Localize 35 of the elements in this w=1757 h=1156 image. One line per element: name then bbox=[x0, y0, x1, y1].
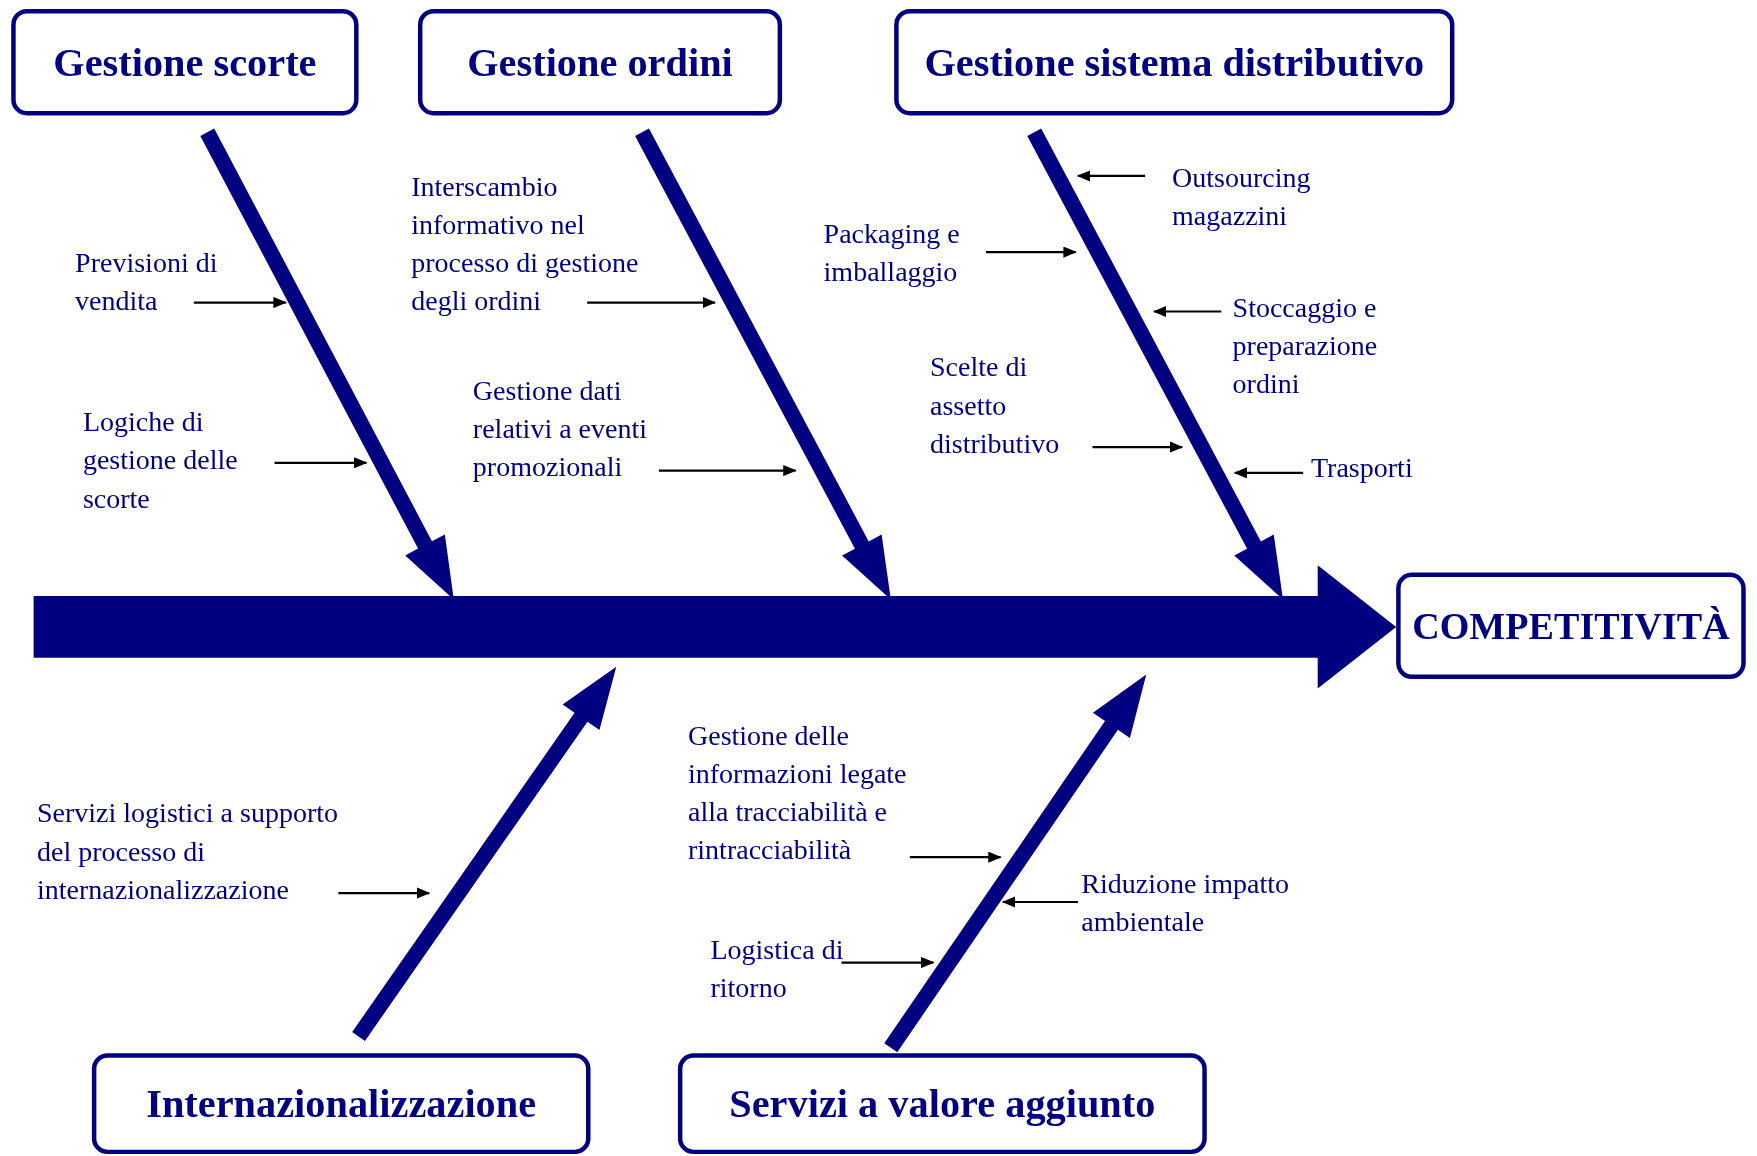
cause-label: Packaging e imballaggio bbox=[823, 215, 992, 292]
cause-label: Logistica di ritorno bbox=[710, 931, 845, 1008]
arrow bbox=[909, 851, 1002, 863]
category-box: Gestione ordini bbox=[417, 8, 783, 116]
cause-label: Trasporti bbox=[1311, 449, 1446, 488]
arrow bbox=[193, 296, 287, 309]
arrow bbox=[338, 887, 431, 899]
cause-label: Riduzione impatto ambientale bbox=[1081, 865, 1328, 942]
arrow bbox=[1076, 170, 1146, 182]
cause-label: Interscambio informativo nel processo di gestione degli ordini bbox=[411, 168, 681, 321]
arrow bbox=[1092, 441, 1184, 453]
cause-label: Gestione delle informazioni legate alla tracciabilità e rintracciabilità bbox=[688, 717, 952, 870]
cause-label: Gestione dati relativi a eventi promozionali bbox=[472, 372, 686, 487]
cause-label: Scelte di assetto distributivo bbox=[930, 348, 1059, 463]
arrow bbox=[1001, 896, 1078, 908]
arrow bbox=[986, 246, 1077, 258]
category-box: Servizi a valore aggiunto bbox=[677, 1053, 1207, 1155]
effect-box: COMPETITIVITÀ bbox=[1396, 572, 1746, 679]
arrow bbox=[1153, 305, 1222, 318]
category-box: Gestione sistema distributivo bbox=[894, 8, 1455, 116]
spine-arrow bbox=[33, 565, 1397, 689]
bone-arrow bbox=[352, 666, 617, 1041]
category-box: Gestione scorte bbox=[11, 8, 359, 116]
category-box: Internazionalizzazione bbox=[91, 1053, 591, 1155]
cause-label: Previsioni di vendita bbox=[75, 244, 255, 321]
cause-label: Servizi logistici a supporto del processo di internazionalizzazione bbox=[37, 794, 362, 909]
arrow bbox=[1233, 467, 1304, 479]
cause-label: Logiche di gestione delle scorte bbox=[82, 403, 274, 518]
arrow bbox=[658, 465, 797, 477]
arrow bbox=[274, 457, 368, 469]
arrow bbox=[841, 956, 935, 969]
cause-label: Stoccaggio e preparazione ordini bbox=[1232, 289, 1412, 404]
cause-label: Outsourcing magazzini bbox=[1172, 159, 1341, 236]
arrow bbox=[587, 296, 716, 309]
bone-arrow bbox=[884, 674, 1147, 1053]
